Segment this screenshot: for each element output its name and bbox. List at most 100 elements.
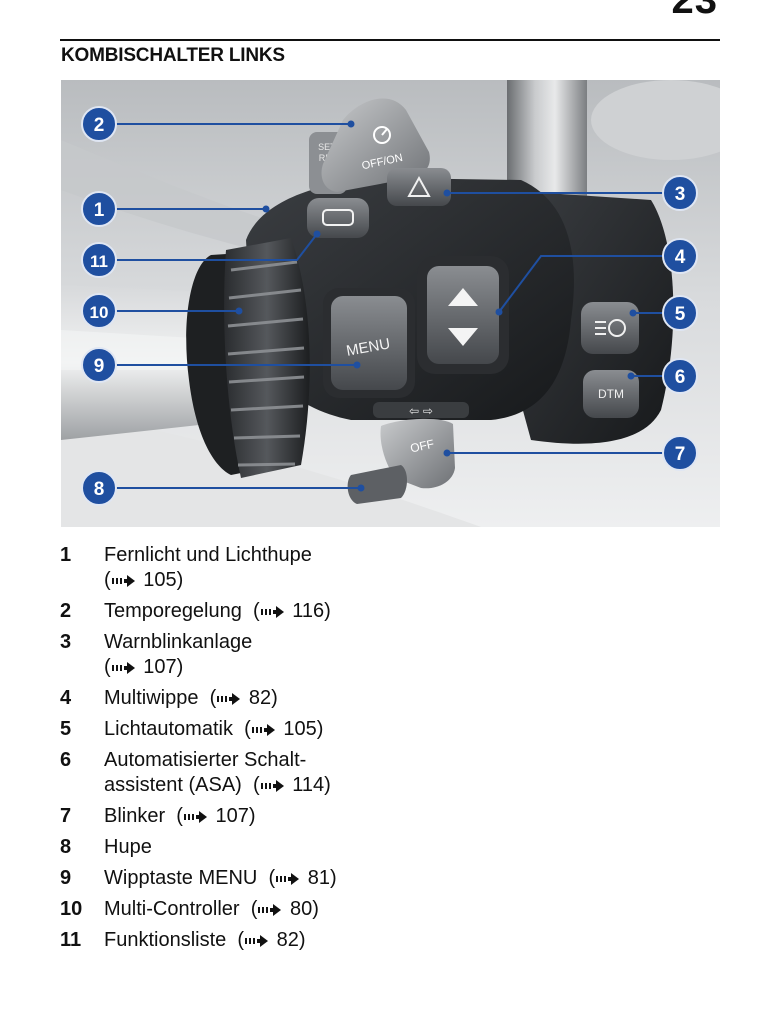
page-reference-number: 105 (283, 718, 317, 740)
svg-text:7: 7 (675, 444, 686, 465)
section-title: KOMBISCHALTER LINKS (61, 45, 285, 66)
page-reference-arrow-icon (258, 903, 282, 916)
switch-figure: SET RES OFF/ON MENU DTM ⇦ ⇨ (61, 80, 720, 527)
page-reference-arrow-icon (260, 779, 284, 792)
legend-description: Warnblinkanlage ( 107) (104, 630, 252, 680)
page-reference-arrow-icon (251, 723, 275, 736)
callout-9: 9 (81, 347, 117, 383)
svg-text:4: 4 (675, 247, 686, 268)
page-reference-link[interactable]: ( 81) (268, 867, 337, 889)
callout-6: 6 (662, 358, 698, 394)
page-reference-link[interactable]: ( 105) (104, 569, 184, 591)
legend-item: 5 Lichtautomatik ( 105) (60, 717, 700, 742)
legend-item: 8 Hupe (60, 835, 700, 860)
svg-text:11: 11 (90, 252, 108, 271)
page-reference-number: 80 (289, 898, 313, 920)
page-reference-arrow-icon (245, 934, 269, 947)
down-arrow-icon (448, 328, 478, 346)
page-reference-number: 82 (276, 929, 299, 951)
up-arrow-icon (448, 288, 478, 306)
legend-description: Blinker ( 107) (104, 804, 256, 829)
legend-text: Blinker (104, 805, 166, 827)
legend-text: Wipptaste MENU (104, 867, 258, 889)
auto-light-icon (608, 319, 626, 337)
legend-description: Lichtautomatik ( 105) (104, 717, 323, 742)
svg-text:10: 10 (90, 303, 109, 322)
legend-text: Temporegelung (104, 600, 242, 622)
page-reference-arrow-icon (260, 605, 284, 618)
legend-description: Hupe (104, 835, 152, 860)
off-label: OFF (409, 437, 435, 456)
svg-text:9: 9 (94, 356, 105, 377)
callout-4: 4 (662, 238, 698, 274)
legend-description: Fernlicht und Lichthupe ( 105) (104, 543, 312, 593)
legend-item: 1 Fernlicht und Lichthupe ( 105) (60, 543, 700, 593)
page-reference-number: 105 (143, 569, 177, 591)
page-reference-link[interactable]: ( 82) (209, 687, 278, 709)
page-reference-number: 114 (292, 774, 325, 796)
legend-text: Hupe (104, 836, 152, 858)
legend-text: Lichtautomatik (104, 718, 233, 740)
legend-text: Fernlicht und Lichthupe (104, 544, 312, 566)
legend-text: Warnblinkanlage (104, 631, 253, 653)
legend-number: 10 (60, 898, 83, 920)
page-reference-link[interactable]: ( 82) (237, 929, 306, 951)
page-reference-link[interactable]: ( 80) (250, 898, 319, 920)
legend-number: 9 (60, 867, 72, 889)
callout-5: 5 (662, 295, 698, 331)
page-reference-number: 107 (215, 805, 249, 827)
svg-text:8: 8 (94, 479, 105, 500)
legend-description: Funktionsliste ( 82) (104, 928, 306, 953)
legend-item: 3 Warnblinkanlage ( 107) (60, 630, 700, 680)
list-icon (322, 209, 354, 226)
callout-7: 7 (662, 435, 698, 471)
legend-text: Multiwippe (104, 687, 199, 709)
legend-number: 5 (60, 718, 72, 740)
dtm-label: DTM (598, 387, 624, 401)
page-reference-link[interactable]: ( 107) (176, 805, 256, 827)
legend-number: 7 (60, 805, 72, 827)
page-number: 23 (671, 0, 718, 22)
legend-number: 8 (60, 836, 72, 858)
page-reference-link[interactable]: ( 107) (104, 656, 184, 678)
legend-number: 11 (60, 929, 82, 951)
callout-8: 8 (81, 470, 117, 506)
header-rule (60, 39, 720, 41)
legend-number: 4 (60, 687, 72, 709)
legend-description: Automatisierter Schalt-assistent (ASA) (… (104, 748, 331, 798)
legend-number: 3 (60, 631, 72, 653)
svg-text:5: 5 (675, 304, 686, 325)
legend-item: 11 Funktionsliste ( 82) (60, 928, 700, 953)
legend-number: 1 (60, 544, 72, 566)
callout-3: 3 (662, 175, 698, 211)
legend-description: Multi-Controller ( 80) (104, 897, 319, 922)
svg-text:2: 2 (94, 115, 105, 136)
legend-text: Multi-Controller (104, 898, 240, 920)
set-label: SET (318, 142, 336, 152)
callout-10: 10 (81, 293, 117, 329)
svg-text:1: 1 (94, 200, 105, 221)
page-reference-number: 81 (307, 867, 330, 889)
page-reference-link[interactable]: ( 116) (253, 600, 331, 622)
legend-item: 4 Multiwippe ( 82) (60, 686, 700, 711)
svg-text:3: 3 (675, 184, 686, 205)
svg-text:6: 6 (675, 367, 686, 388)
switch-illustration: SET RES OFF/ON MENU DTM ⇦ ⇨ (61, 80, 720, 527)
turn-arrows-icon: ⇦ ⇨ (409, 404, 433, 418)
legend-text: Funktionsliste (104, 929, 227, 951)
page-reference-link[interactable]: ( 114) (252, 774, 331, 796)
legend-text: Automatisierter Schalt- (104, 749, 307, 771)
page-reference-arrow-icon (276, 872, 300, 885)
page-reference-arrow-icon (217, 692, 241, 705)
page-reference-arrow-icon (111, 661, 135, 674)
hazard-icon (407, 175, 431, 197)
legend-item: 7 Blinker ( 107) (60, 804, 700, 829)
callout-11: 11 (81, 242, 117, 278)
page-reference-number: 82 (248, 687, 272, 709)
page-reference-number: 116 (292, 600, 325, 622)
page-reference-link[interactable]: ( 105) (244, 718, 324, 740)
legend-text: assistent (ASA) (104, 774, 242, 796)
legend-description: Temporegelung ( 116) (104, 599, 331, 624)
